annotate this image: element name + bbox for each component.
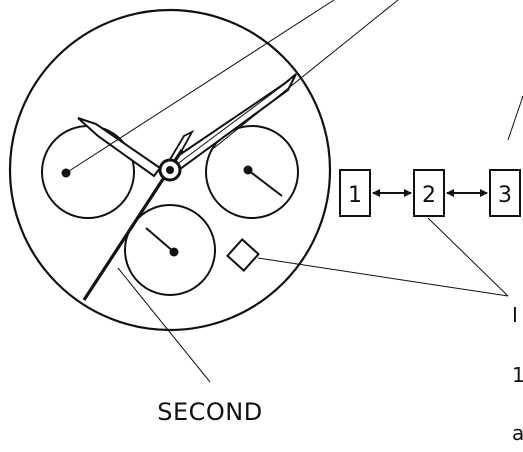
crown-position-3-label: 3 (498, 183, 512, 208)
right-subdial (205, 125, 299, 219)
leader-line-position-3 (507, 95, 523, 141)
bottom-subdial-hand (145, 227, 175, 253)
leader-line-second (117, 267, 211, 383)
edge-fragment-3: a (512, 421, 523, 445)
edge-fragment-1: I (512, 303, 518, 327)
crown-position-2: 2 (413, 169, 445, 217)
hour-hand (77, 117, 162, 178)
leader-line-hour (65, 0, 335, 174)
watch-dial (8, 8, 332, 332)
right-subdial-hand (247, 169, 283, 197)
crown-position-1-label: 1 (348, 183, 362, 208)
crown-position-3: 3 (489, 169, 521, 217)
crown-position-1: 1 (339, 169, 371, 217)
edge-fragment-2: 1 (512, 363, 523, 387)
leader-line-position-2 (427, 217, 509, 297)
minute-hand-inner-line (171, 79, 291, 169)
leader-line-minute (213, 0, 399, 149)
minute-hand (164, 73, 297, 174)
bottom-subdial (124, 204, 216, 296)
leader-line-date (257, 257, 509, 297)
date-window (226, 238, 260, 272)
center-pivot-inner (166, 166, 174, 174)
crown-position-2-label: 2 (422, 183, 436, 208)
second-label: SECOND (157, 398, 262, 426)
